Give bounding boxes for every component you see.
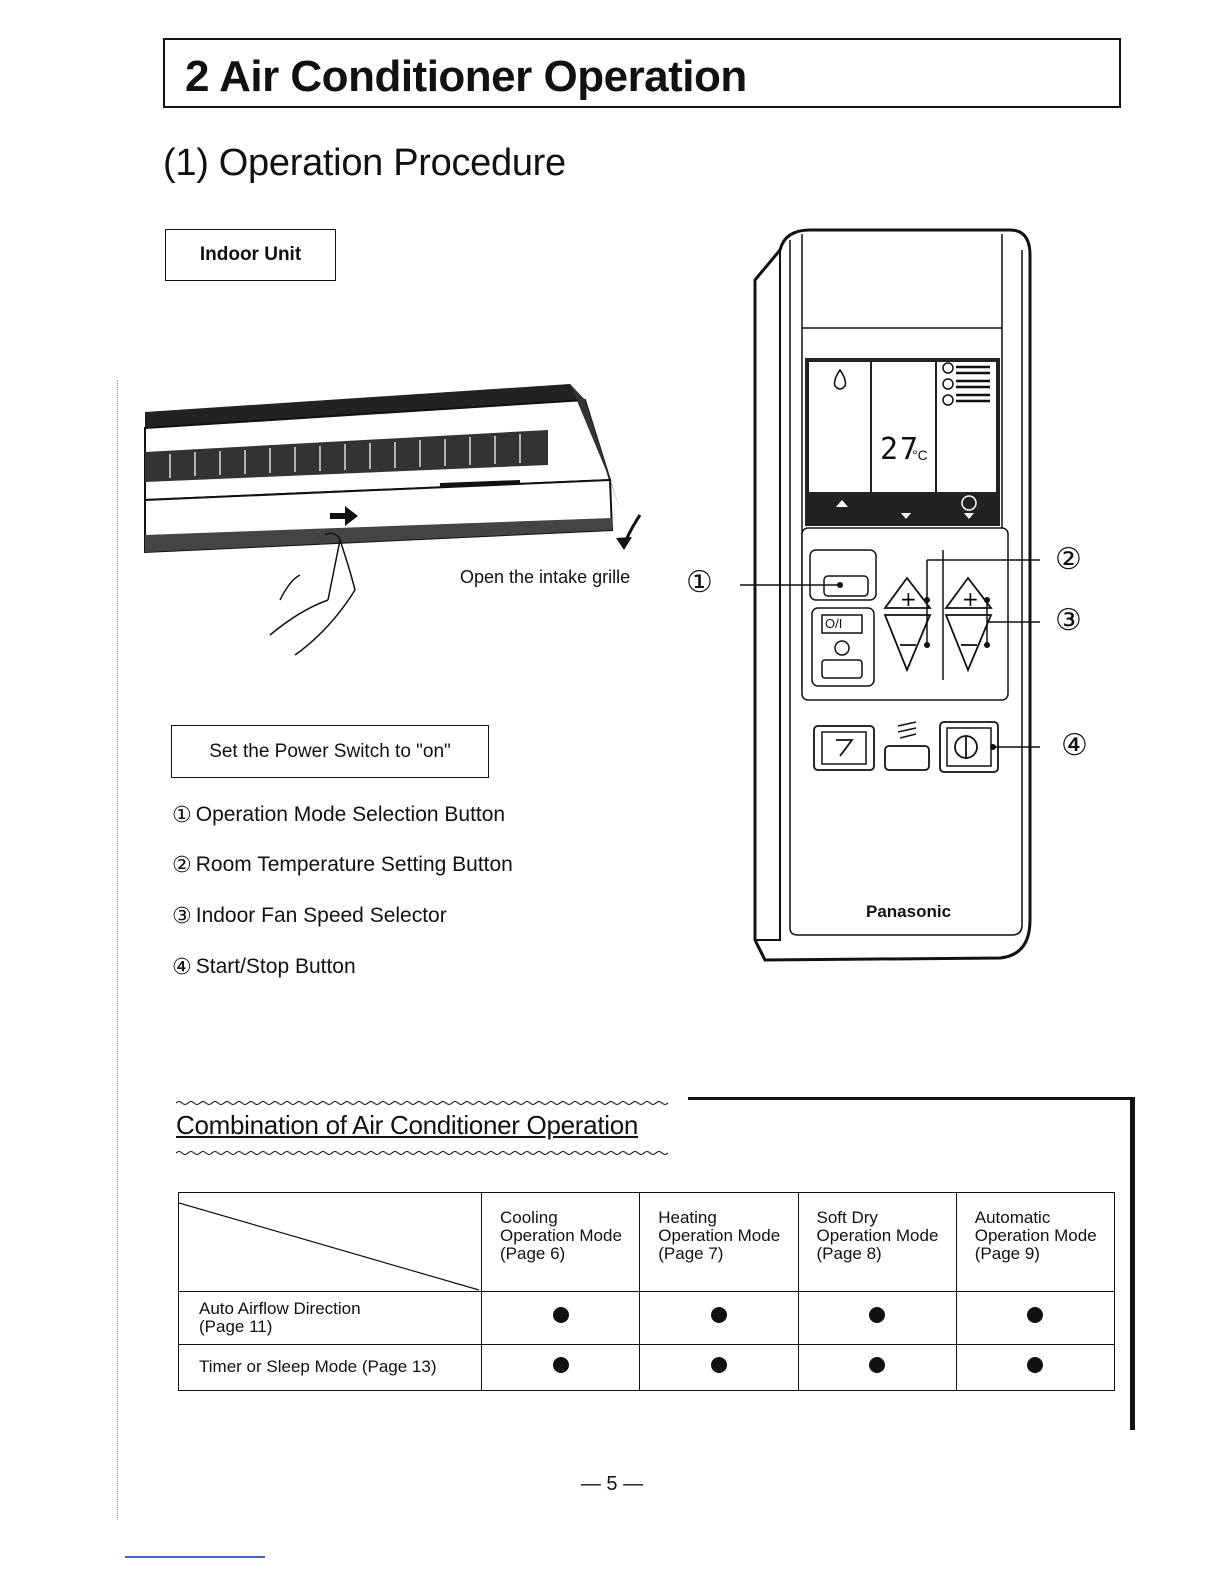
grille-caption: Open the intake grille	[460, 567, 631, 587]
row-label-line: Timer or Sleep Mode (Page 13)	[199, 1357, 437, 1377]
margin-line	[117, 380, 119, 1520]
corner-diagonal	[179, 1202, 480, 1291]
legend-label: Indoor Fan Speed Selector	[195, 904, 447, 927]
column-header-automatic: Automatic Operation Mode (Page 9)	[955, 1192, 1116, 1292]
svg-text:+: +	[962, 587, 979, 611]
callout-3: ③	[1055, 603, 1082, 638]
available-dot	[869, 1356, 886, 1373]
row-label-timer-sleep: Timer or Sleep Mode (Page 13)	[178, 1343, 482, 1391]
row-label-auto-airflow: Auto Airflow Direction (Page 11)	[178, 1291, 482, 1345]
table-cell	[797, 1291, 957, 1345]
combination-table: Cooling Operation Mode (Page 6) Heating …	[178, 1192, 1116, 1391]
column-name: Cooling	[500, 1208, 558, 1227]
power-switch-instruction: Set the Power Switch to "on"	[171, 725, 489, 778]
remote-control-illustration: + +	[740, 228, 1040, 962]
table-cell	[480, 1291, 641, 1345]
column-page: (Page 6)	[500, 1243, 566, 1263]
table-header-row: Cooling Operation Mode (Page 6) Heating …	[178, 1192, 1116, 1292]
column-header-cooling: Cooling Operation Mode (Page 6)	[480, 1192, 641, 1292]
column-header-soft-dry: Soft Dry Operation Mode (Page 8)	[797, 1192, 957, 1292]
table-cell	[797, 1343, 957, 1391]
wavy-rule-bottom	[176, 1151, 669, 1155]
legend-label: Start/Stop Button	[195, 955, 356, 978]
column-name: Automatic	[974, 1208, 1051, 1227]
table-cell	[955, 1291, 1116, 1345]
column-name: Soft Dry	[816, 1208, 878, 1227]
indoor-unit-illustration	[144, 384, 642, 656]
subheading: (1) Operation Procedure	[163, 142, 566, 184]
combination-title: Combination of Air Conditioner Operation	[176, 1110, 639, 1140]
column-mode: Operation Mode	[974, 1225, 1097, 1245]
available-dot	[552, 1356, 569, 1373]
legend-item-mode: ① Operation Mode Selection Button	[172, 802, 505, 828]
available-dot	[1027, 1307, 1044, 1324]
remote-power-label: O/I	[825, 616, 843, 631]
legend-number: ②	[172, 852, 192, 877]
table-cell	[639, 1291, 799, 1345]
legend-item-start-stop: ④ Start/Stop Button	[172, 954, 356, 980]
column-mode: Operation Mode	[658, 1225, 781, 1245]
table-corner-cell	[178, 1192, 482, 1292]
available-dot	[1027, 1356, 1044, 1373]
svg-text:+: +	[900, 587, 917, 611]
legend-item-fan: ③ Indoor Fan Speed Selector	[172, 903, 447, 929]
row-label-line: (Page 11)	[199, 1316, 273, 1336]
callout-2: ②	[1055, 542, 1082, 577]
remote-display-unit: °C	[912, 447, 928, 463]
table-cell	[639, 1343, 799, 1391]
scan-mark	[125, 1556, 265, 1558]
column-page: (Page 7)	[658, 1243, 724, 1263]
column-mode: Operation Mode	[816, 1225, 939, 1245]
column-page: (Page 8)	[816, 1243, 882, 1263]
row-label-line: Auto Airflow Direction	[199, 1299, 361, 1318]
table-row: Auto Airflow Direction (Page 11)	[178, 1291, 1116, 1345]
wavy-rule-top	[176, 1101, 669, 1105]
column-page: (Page 9)	[974, 1243, 1040, 1263]
callout-1: ①	[686, 565, 713, 600]
frame-right-rule	[1130, 1097, 1135, 1430]
legend-number: ①	[172, 802, 192, 827]
available-dot	[869, 1307, 886, 1324]
frame-top-rule	[688, 1097, 1133, 1100]
remote-display-temperature: 27	[880, 432, 921, 467]
page-number: — 5 —	[580, 1473, 644, 1495]
remote-brand: Panasonic	[866, 902, 952, 921]
legend-item-temperature: ② Room Temperature Setting Button	[172, 852, 513, 878]
available-dot	[552, 1307, 569, 1324]
legend-number: ④	[172, 954, 192, 979]
available-dot	[710, 1356, 727, 1373]
callout-4: ④	[1061, 728, 1088, 763]
legend-label: Room Temperature Setting Button	[195, 853, 513, 876]
legend-label: Operation Mode Selection Button	[195, 803, 506, 826]
section-heading-box: 2 Air Conditioner Operation	[163, 38, 1121, 108]
table-row: Timer or Sleep Mode (Page 13)	[178, 1343, 1116, 1391]
indoor-unit-label: Indoor Unit	[165, 229, 336, 281]
table-cell	[955, 1343, 1116, 1391]
section-heading: 2 Air Conditioner Operation	[185, 52, 747, 101]
column-name: Heating	[658, 1208, 717, 1227]
available-dot	[710, 1307, 727, 1324]
legend-number: ③	[172, 903, 192, 928]
column-mode: Operation Mode	[500, 1225, 622, 1245]
table-cell	[480, 1343, 641, 1391]
column-header-heating: Heating Operation Mode (Page 7)	[639, 1192, 799, 1292]
